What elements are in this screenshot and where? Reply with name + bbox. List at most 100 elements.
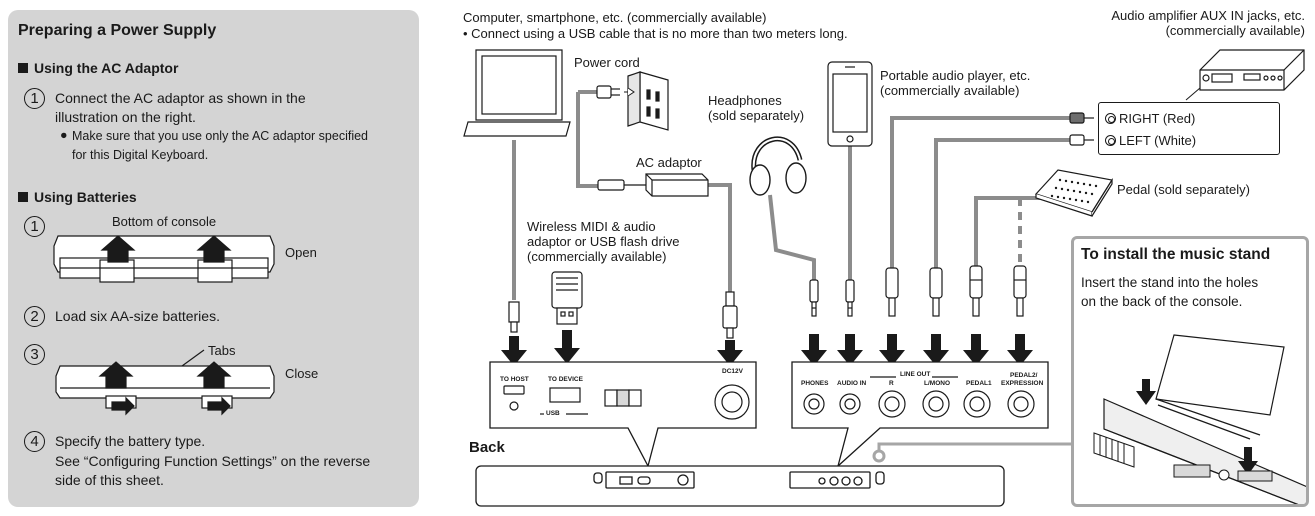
pedal-icon [1034, 169, 1113, 217]
rca-plugs-icon [1069, 112, 1094, 146]
usb-plug-icon [508, 301, 520, 333]
usb-flash-drive-icon [551, 271, 583, 325]
to-host-label: TO HOST [500, 376, 529, 383]
step-number: 4 [24, 431, 45, 452]
wireless-sub-label: (commercially available) [527, 249, 667, 264]
pedal-label: Pedal (sold separately) [1117, 182, 1250, 197]
step-text: Load six AA-size batteries. [55, 308, 220, 324]
panel-title: Preparing a Power Supply [18, 22, 217, 39]
right-ports [803, 376, 1035, 418]
power-cord-label: Power cord [574, 55, 640, 70]
keyboard-keys [1093, 432, 1273, 482]
r-label: R [889, 380, 894, 387]
left-ports [503, 384, 750, 420]
switch-mid [616, 389, 630, 407]
wireless-label: Wireless MIDI & audio [527, 219, 656, 234]
open-label: Open [285, 245, 317, 260]
line-out-r-plug [885, 267, 899, 317]
audio-in-label: AUDIO IN [837, 380, 867, 387]
phones-label: PHONES [801, 380, 829, 387]
portable-player-icon [827, 61, 873, 147]
headphones-sub-label: (sold separately) [708, 108, 805, 123]
expression-label: EXPRESSION [1001, 380, 1044, 387]
dc-plug-icon [722, 291, 738, 339]
jack-white-icon [1105, 135, 1116, 146]
headphone-jack-plug [809, 279, 819, 317]
step-number: 1 [24, 216, 45, 237]
switch-right [628, 389, 642, 407]
bullet-icon: ● [60, 128, 68, 142]
note-text: for this Digital Keyboard. [72, 148, 209, 162]
ac-adaptor-heading: Using the AC Adaptor [18, 60, 178, 76]
headphones-label: Headphones [708, 93, 782, 108]
l-mono-label: L/MONO [924, 380, 950, 387]
batteries-heading: Using Batteries [18, 189, 137, 205]
to-device-port [549, 387, 581, 403]
usb-symbol-icon [509, 401, 519, 411]
right-channel-row: RIGHT (Red) [1105, 111, 1195, 126]
amplifier-sub-label: (commercially available) [1165, 23, 1305, 38]
music-stand-text: Insert the stand into the holes [1081, 275, 1259, 290]
power-plug-icon [596, 85, 635, 99]
install-arrows [1136, 379, 1258, 475]
dc12v-label: DC12V [722, 368, 743, 375]
amplifier-label: Audio amplifier AUX IN jacks, etc. [1111, 8, 1305, 23]
pedal-dots [1050, 178, 1098, 204]
battery-cover-close-illustration [55, 349, 275, 416]
music-stand-text: on the back of the console. [1081, 294, 1243, 309]
pedal2-plug [1013, 265, 1027, 317]
cables [512, 90, 1073, 300]
jack-plugs [809, 265, 1027, 317]
battery-cover-illustrations [53, 235, 275, 416]
power-supply-panel: Preparing a Power Supply Using the AC Ad… [8, 10, 419, 507]
step-text: illustration on the right. [55, 109, 196, 125]
to-host-port [503, 385, 525, 395]
square-bullet-icon [18, 63, 28, 73]
bottom-of-console-label: Bottom of console [112, 214, 217, 229]
headphones-icon [749, 136, 807, 196]
square-bullet-icon [18, 192, 28, 202]
line-out-label: LINE OUT [900, 371, 931, 378]
line-out-l-plug [929, 267, 943, 317]
left-channel-row: LEFT (White) [1105, 133, 1196, 148]
rca-channel-box: RIGHT (Red) LEFT (White) [1098, 102, 1280, 155]
step-number: 2 [24, 306, 45, 327]
music-stand-box: To install the music stand Insert the st… [1071, 236, 1309, 507]
portable-player-label: Portable audio player, etc. [880, 68, 1031, 83]
audio-amplifier-icon [1199, 49, 1305, 91]
jack-red-icon [1105, 113, 1116, 124]
laptop-icon [463, 49, 571, 137]
step-number: 1 [24, 88, 45, 109]
switch-left [604, 389, 618, 407]
pedal1-plug [969, 265, 983, 317]
battery-cover-open-illustration [53, 235, 275, 283]
dc-jack-inner [721, 391, 743, 413]
amp-pointer-line [1185, 87, 1201, 101]
music-stand-title: To install the music stand [1081, 246, 1271, 263]
connection-arrows [501, 330, 1033, 366]
wall-outlet-icon [627, 71, 669, 131]
step-text: See “Configuring Function Settings” on t… [55, 453, 371, 469]
close-label: Close [285, 366, 319, 381]
ac-adaptor-icon [597, 173, 709, 197]
wireless-sub-label: adaptor or USB flash drive [527, 234, 680, 249]
usb-cable-note: • Connect using a USB cable that is no m… [463, 26, 848, 41]
note-text: Make sure that you use only the AC adapt… [72, 129, 369, 143]
music-stand-illustration [1093, 334, 1306, 504]
back-label: Back [469, 439, 505, 456]
computer-label: Computer, smartphone, etc. (commercially… [463, 10, 767, 25]
pedal2-label: PEDAL2/ [1010, 372, 1038, 379]
tabs-label: Tabs [208, 343, 236, 358]
pedal1-label: PEDAL1 [966, 380, 992, 387]
step-text: Specify the battery type. [55, 433, 206, 449]
to-device-label: TO DEVICE [548, 376, 583, 383]
step-text: side of this sheet. [55, 472, 164, 488]
audio-in-jack-plug [845, 279, 855, 317]
portable-player-sub-label: (commercially available) [880, 83, 1020, 98]
step-text: Connect the AC adaptor as shown in the [55, 90, 306, 106]
keyboard-back-body [475, 465, 1005, 507]
ac-adaptor-label: AC adaptor [636, 155, 702, 170]
step-number: 3 [24, 344, 45, 365]
usb-label: USB [546, 410, 560, 417]
stand-hole-marker [872, 449, 886, 463]
